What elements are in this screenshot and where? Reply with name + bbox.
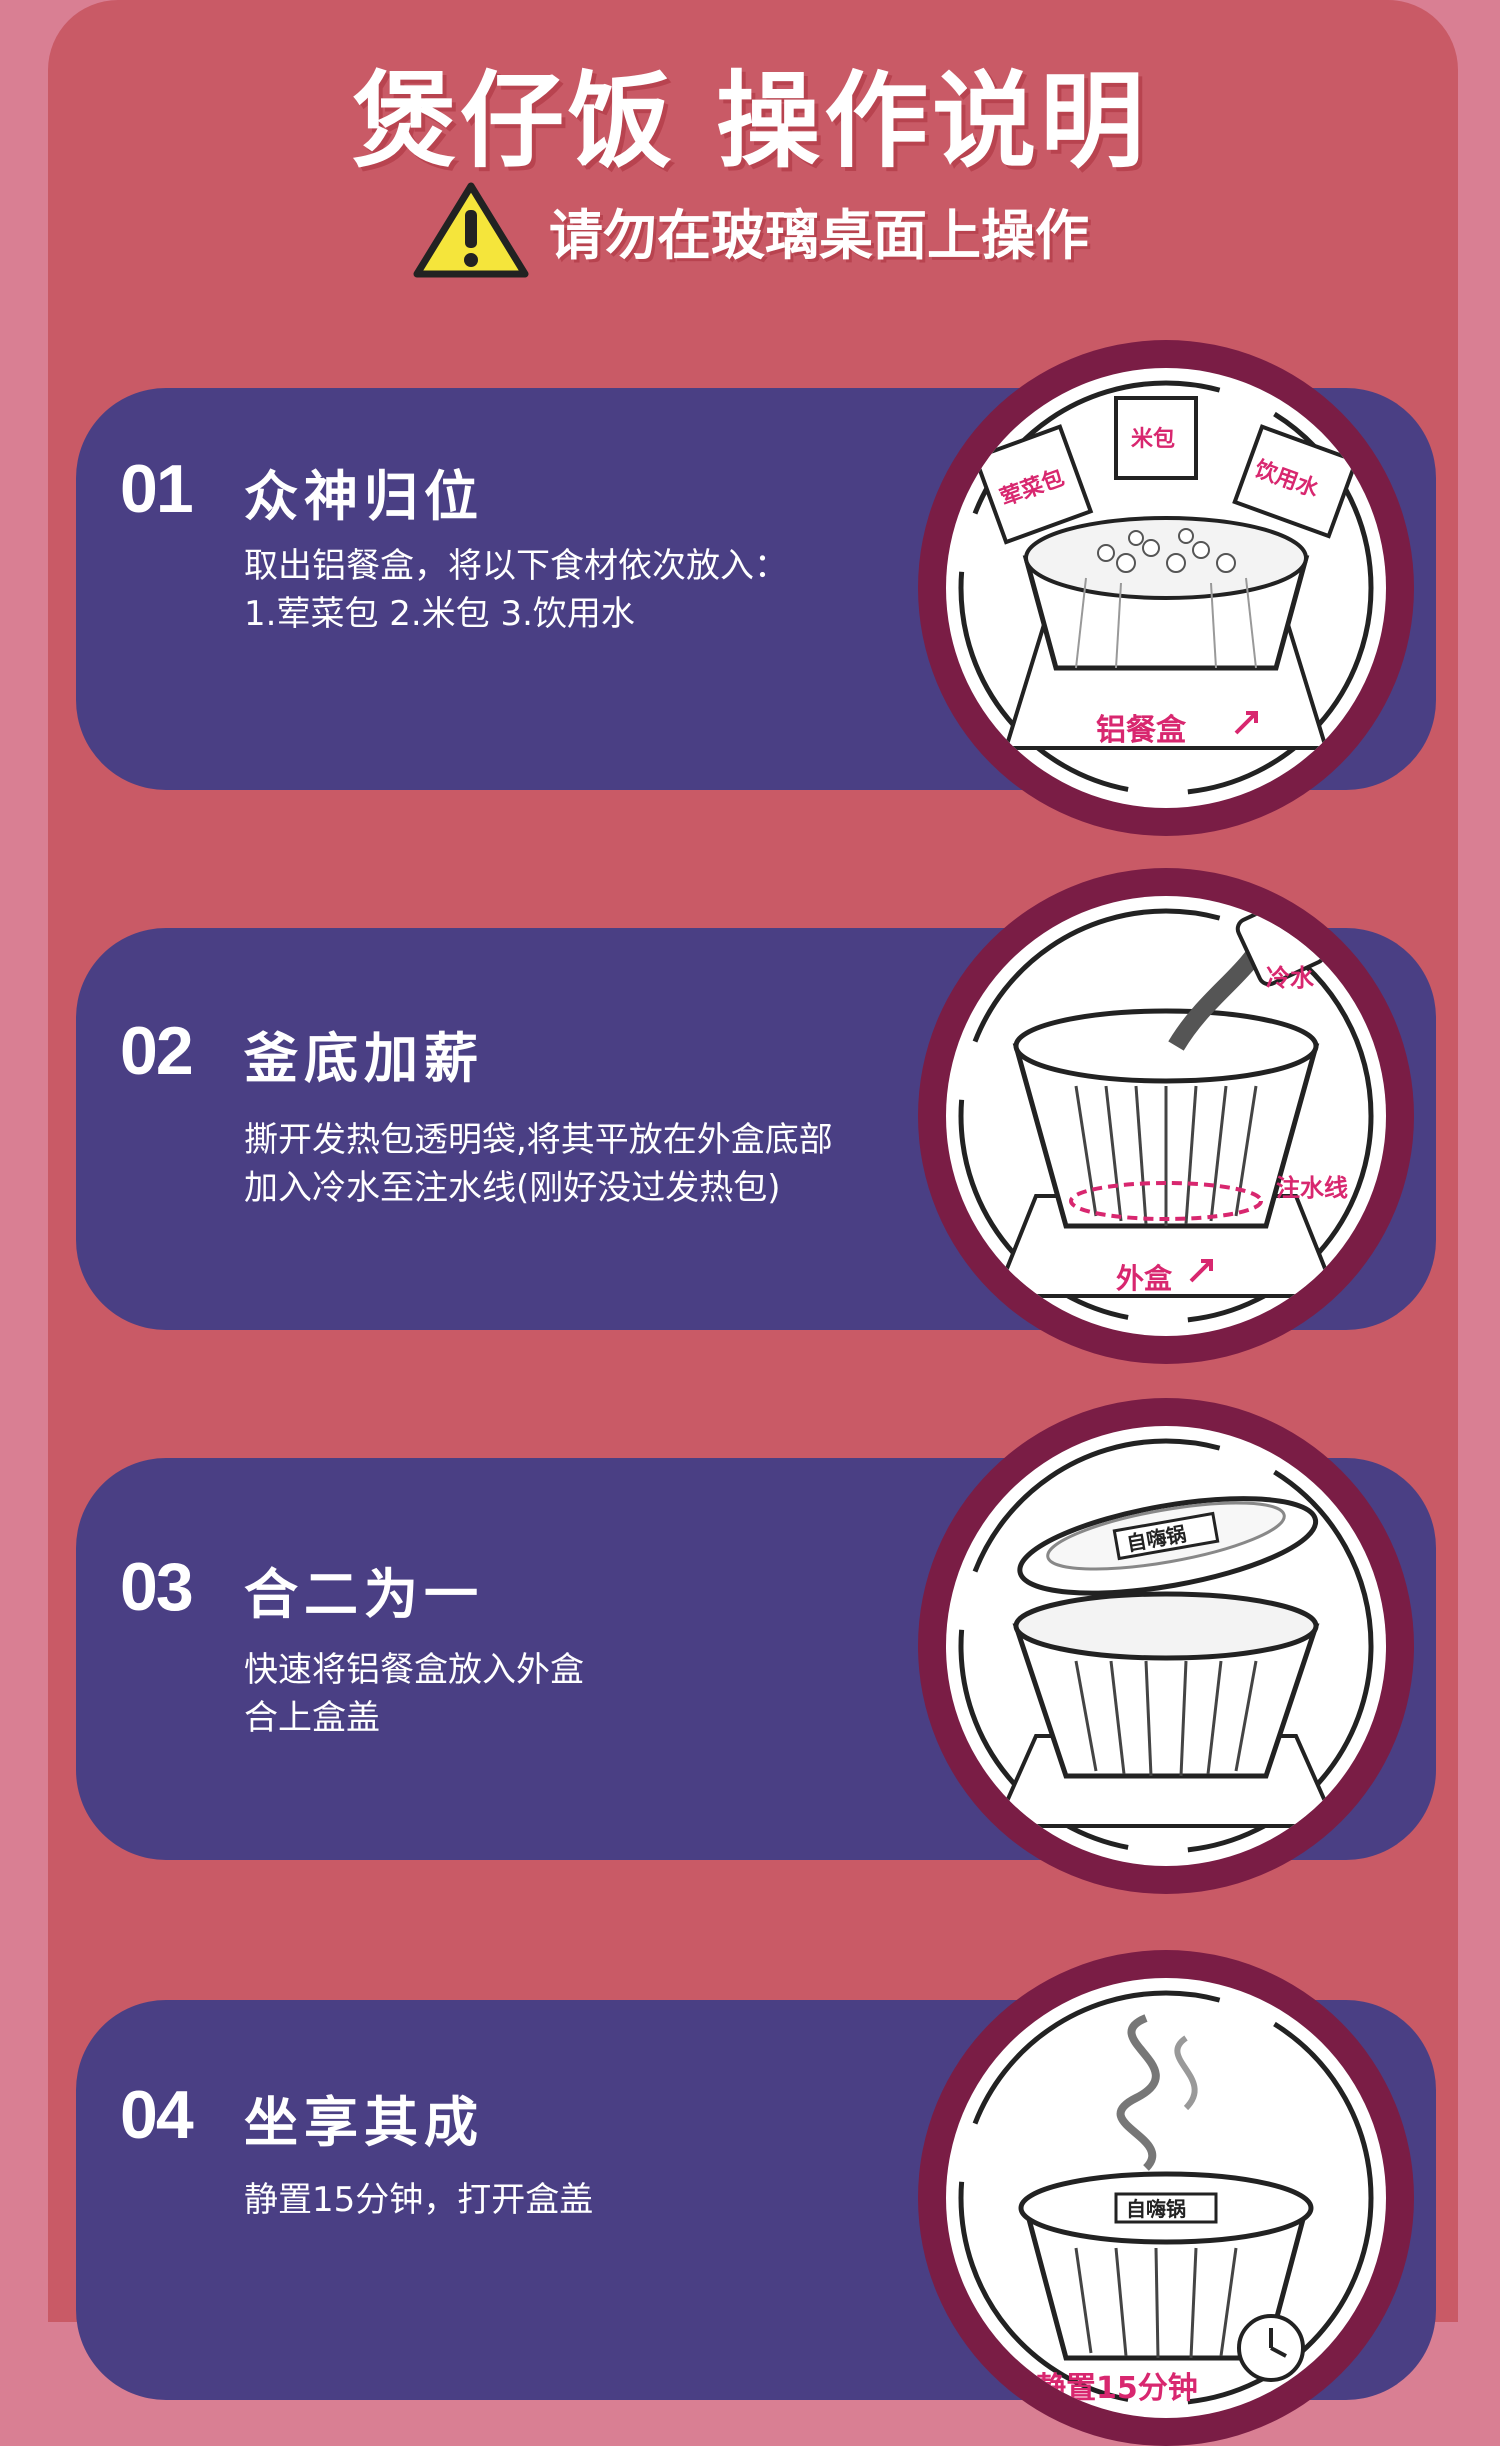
step-description: 快速将铝餐盒放入外盒 合上盒盖 [244, 1650, 584, 1738]
warning-text: 请勿在玻璃桌面上操作 [549, 203, 1089, 267]
label-wait-15min: 静置15分钟 [1036, 2371, 1198, 2406]
label-cold-water: 冷水 [1266, 964, 1315, 992]
warning-triangle-icon [413, 182, 529, 278]
step-card-1: 01 众神归位 取出铝餐盒，将以下食材依次放入： 1.荤菜包 2.米包 3.饮用… [76, 388, 1436, 790]
step-description: 取出铝餐盒，将以下食材依次放入： 1.荤菜包 2.米包 3.饮用水 [244, 546, 788, 634]
step-title: 合二为一 [244, 1563, 484, 1626]
warning-banner: 请勿在玻璃桌面上操作 [0, 180, 1500, 280]
step-number: 03 [120, 1549, 194, 1625]
label-outer-box: 外盒 [1116, 1262, 1173, 1295]
label-water-line: 注水线 [1276, 1174, 1348, 1202]
step-illustration-1: 荤菜包 米包 饮用水 铝餐盒 [918, 340, 1414, 836]
step-description: 静置15分钟，打开盒盖 [244, 2180, 594, 2220]
label-rice-pack: 米包 [1131, 426, 1175, 452]
label-aluminum-box: 铝餐盒 [1096, 713, 1187, 748]
step-title: 坐享其成 [244, 2091, 484, 2154]
step-title: 众神归位 [244, 465, 484, 528]
step-number: 02 [120, 1013, 194, 1089]
step-title: 釜底加薪 [244, 1027, 484, 1090]
page-title: 煲仔饭 操作说明 [351, 60, 1149, 182]
step-illustration-4: 自嗨锅 静置15分钟 [918, 1950, 1414, 2446]
lid-logo: 自嗨锅 [1126, 2197, 1186, 2221]
step-illustration-2: 冷水 注水线 外盒 [918, 868, 1414, 1364]
step-description: 撕开发热包透明袋,将其平放在外盒底部 加入冷水至注水线(刚好没过发热包) [244, 1120, 833, 1208]
step-illustration-3: 自嗨锅 [918, 1398, 1414, 1894]
step-number: 04 [120, 2077, 194, 2153]
step-number: 01 [120, 451, 194, 527]
